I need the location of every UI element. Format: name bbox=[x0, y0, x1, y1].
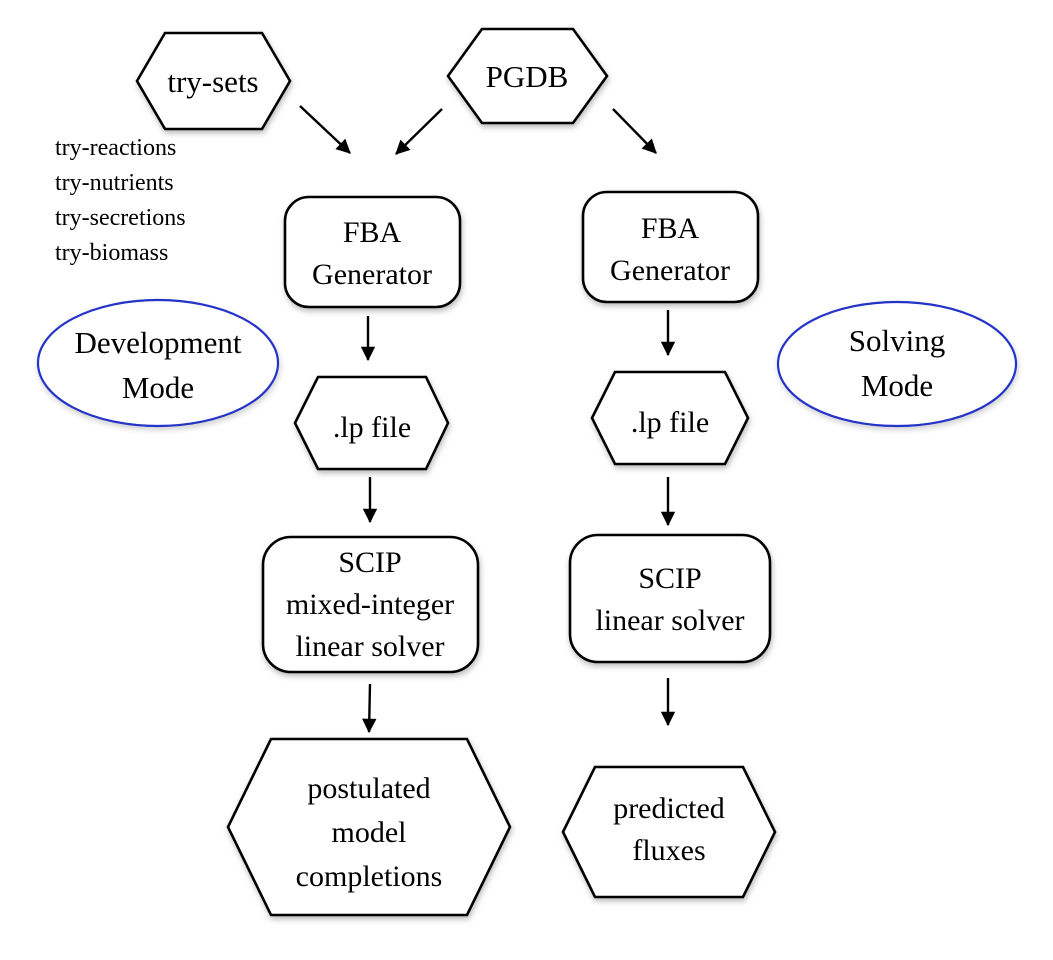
scip-mixed-integer-line1: SCIP bbox=[338, 546, 401, 579]
arrow-trysets-to-fba-left bbox=[299, 105, 351, 154]
fba-generator-right-line2: Generator bbox=[610, 254, 730, 287]
arrow-pgdb-to-fba-right bbox=[612, 108, 657, 154]
arrow-pgdb-to-fba-left bbox=[395, 108, 443, 155]
lp-file-left-label: .lp file bbox=[333, 411, 411, 444]
scip-linear-line1: SCIP bbox=[638, 562, 701, 595]
node-pgdb: PGDB bbox=[446, 27, 609, 125]
node-development-mode: Development Mode bbox=[36, 298, 280, 428]
try-list-line: try-reactions bbox=[55, 135, 176, 161]
scip-mixed-integer-box bbox=[261, 535, 480, 674]
fba-generator-right-line1: FBA bbox=[641, 212, 700, 245]
node-postulated-completions: postulated model completions bbox=[226, 737, 512, 917]
try-parameter-list: try-reactions try-nutrients try-secretio… bbox=[55, 135, 186, 266]
scip-linear-box bbox=[568, 533, 772, 664]
development-mode-ellipse bbox=[36, 298, 280, 428]
node-predicted-fluxes: predicted fluxes bbox=[561, 765, 777, 899]
node-try-sets: try-sets bbox=[135, 31, 292, 131]
postulated-line1: postulated bbox=[307, 772, 430, 805]
development-mode-line2: Mode bbox=[122, 370, 194, 405]
fba-generator-left-box bbox=[283, 195, 462, 309]
node-scip-linear: SCIP linear solver bbox=[568, 533, 772, 664]
predicted-fluxes-hexagon bbox=[561, 765, 777, 899]
pgdb-hexagon bbox=[446, 27, 609, 125]
postulated-line2: model bbox=[332, 816, 407, 849]
try-list-line: try-biomass bbox=[55, 240, 168, 266]
fba-generator-right-box bbox=[581, 190, 760, 304]
predicted-fluxes-line1: predicted bbox=[613, 792, 725, 825]
node-solving-mode: Solving Mode bbox=[776, 300, 1018, 428]
node-scip-mixed-integer: SCIP mixed-integer linear solver bbox=[261, 535, 480, 674]
development-mode-line1: Development bbox=[74, 325, 241, 360]
arrow-scip-left-to-postulated bbox=[362, 683, 377, 734]
lp-file-right-label: .lp file bbox=[631, 406, 709, 439]
solving-mode-ellipse bbox=[776, 300, 1018, 428]
postulated-line3: completions bbox=[296, 860, 443, 893]
try-list-line: try-nutrients bbox=[55, 170, 174, 196]
try-sets-hexagon bbox=[135, 31, 292, 131]
fba-generator-left-line1: FBA bbox=[343, 216, 402, 249]
scip-mixed-integer-line2: mixed-integer bbox=[286, 588, 454, 621]
scip-linear-line2: linear solver bbox=[595, 604, 744, 637]
edges bbox=[299, 105, 676, 734]
lp-file-left-hexagon bbox=[293, 375, 450, 471]
node-fba-generator-left: FBA Generator bbox=[283, 195, 462, 309]
fba-generator-left-line2: Generator bbox=[312, 258, 432, 291]
node-lp-file-left: .lp file bbox=[293, 375, 450, 471]
node-lp-file-right: .lp file bbox=[590, 370, 750, 466]
lp-file-right-hexagon bbox=[590, 370, 750, 466]
try-list-line: try-secretions bbox=[55, 205, 186, 231]
predicted-fluxes-line2: fluxes bbox=[632, 834, 705, 867]
postulated-completions-hexagon bbox=[226, 737, 512, 917]
solving-mode-line2: Mode bbox=[861, 368, 933, 403]
pgdb-label: PGDB bbox=[486, 59, 569, 94]
scip-mixed-integer-line3: linear solver bbox=[295, 630, 444, 663]
try-sets-label: try-sets bbox=[167, 64, 258, 99]
solving-mode-line1: Solving bbox=[849, 323, 945, 358]
node-fba-generator-right: FBA Generator bbox=[581, 190, 760, 304]
